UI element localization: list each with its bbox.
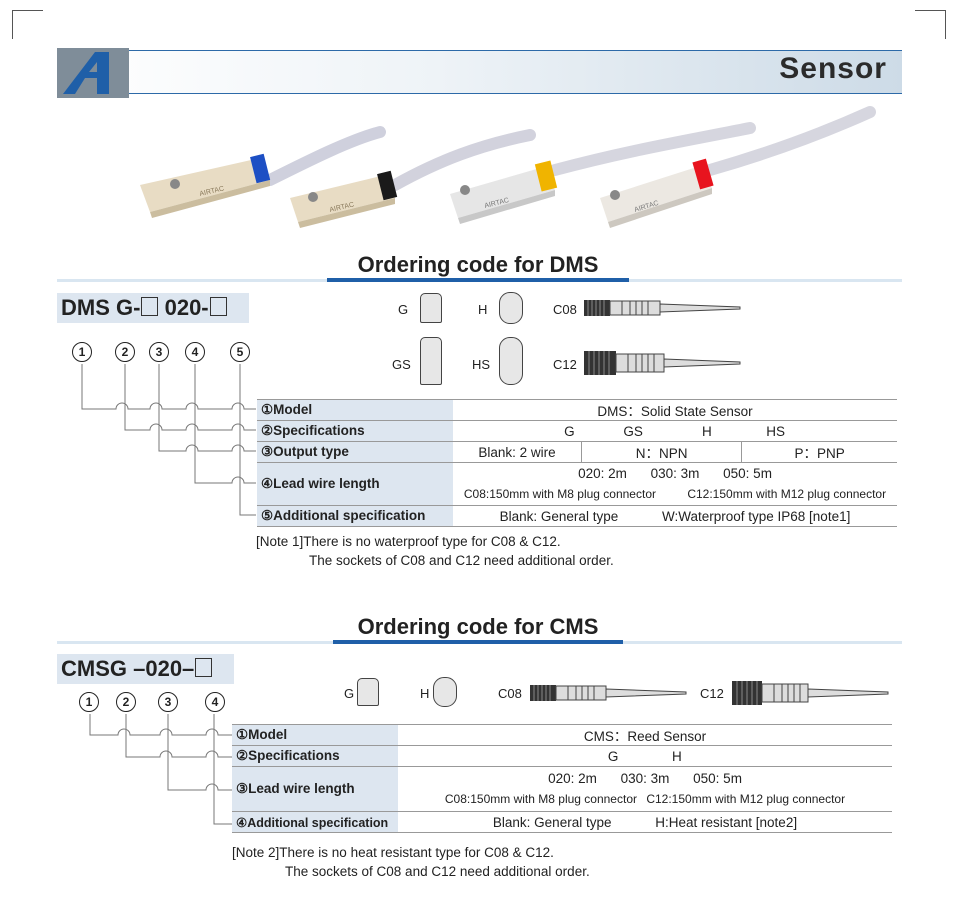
dms-section-rule-accent [327, 278, 629, 282]
callout-1: 1 [79, 692, 99, 712]
dms-order-code: DMS G- 020- [57, 293, 249, 323]
table-row: ④Additional specification Blank: General… [232, 811, 892, 833]
callout-2: 2 [115, 342, 135, 362]
cms-spec-table: ①Model CMS：Reed Sensor ②Specifications G… [232, 724, 892, 833]
product-photo: AIRTAC AIRTAC AIRTAC AIRTAC [130, 100, 890, 230]
c12-connector-icon [732, 681, 889, 705]
callout-5: 5 [230, 342, 250, 362]
sensor-photo-1: AIRTAC [140, 153, 271, 218]
table-row: ①Model CMS：Reed Sensor [232, 724, 892, 746]
icon-label-c08: C08 [498, 686, 522, 701]
icon-label-c12: C12 [553, 357, 577, 372]
sensor-photo-3: AIRTAC [450, 160, 558, 224]
sensor-photo-4: AIRTAC [600, 158, 714, 228]
icon-label-gs: GS [392, 357, 411, 372]
table-row: ②Specifications G GS H HS [257, 420, 897, 442]
c12-connector-icon [584, 351, 741, 375]
callout-4: 4 [205, 692, 225, 712]
crop-mark-right [915, 10, 946, 39]
c08-connector-icon [584, 300, 741, 316]
g-shape-icon [420, 293, 442, 323]
callout-4: 4 [185, 342, 205, 362]
logo-a-icon [63, 52, 109, 94]
dms-spec-table: ①Model DMS：Solid State Sensor ②Specifica… [257, 399, 897, 527]
h-shape-icon [499, 292, 523, 324]
dms-section-title: Ordering code for DMS [357, 252, 599, 277]
g-shape-icon [357, 678, 379, 706]
table-row: ③Lead wire length 020: 2m 030: 3m 050: 5… [232, 766, 892, 812]
code-blank-box [209, 297, 227, 316]
callout-2: 2 [116, 692, 136, 712]
gs-shape-icon [420, 337, 442, 385]
c08-connector-icon [530, 685, 687, 701]
table-row: ④Lead wire length 020: 2m 030: 3m 050: 5… [257, 462, 897, 506]
header-banner [57, 50, 902, 94]
dms-note: [Note 1]There is no waterproof type for … [256, 534, 614, 568]
icon-label-c08: C08 [553, 302, 577, 317]
code-blank-box [141, 297, 159, 316]
hs-shape-icon [499, 337, 523, 385]
cms-leader-lines [89, 714, 232, 825]
sensor-photo-2: AIRTAC [290, 170, 398, 228]
icon-label-h: H [420, 686, 430, 701]
icon-label-g: G [398, 302, 409, 317]
code-blank-box [195, 658, 213, 677]
callout-3: 3 [149, 342, 169, 362]
icon-label-h: H [478, 302, 488, 317]
table-row: ③Output type Blank: 2 wire N：NPN P：PNP [257, 441, 897, 463]
callout-1: 1 [72, 342, 92, 362]
h-shape-icon [433, 677, 457, 707]
dms-leader-lines [81, 364, 256, 516]
crop-mark-left [12, 10, 43, 39]
page-title: Sensor [779, 52, 887, 85]
icon-label-c12: C12 [700, 686, 724, 701]
cms-section-rule-accent [333, 640, 623, 644]
table-row: ②Specifications G H [232, 745, 892, 767]
table-row: ⑤Additional specification Blank: General… [257, 505, 897, 527]
cms-order-code: CMSG –020– [57, 654, 234, 684]
icon-label-g: G [344, 686, 355, 701]
cms-section-title: Ordering code for CMS [357, 614, 599, 639]
table-row: ①Model DMS：Solid State Sensor [257, 399, 897, 421]
brand-logo [57, 48, 129, 98]
cms-note: [Note 2]There is no heat resistant type … [232, 845, 590, 879]
callout-3: 3 [158, 692, 178, 712]
icon-label-hs: HS [472, 357, 491, 372]
